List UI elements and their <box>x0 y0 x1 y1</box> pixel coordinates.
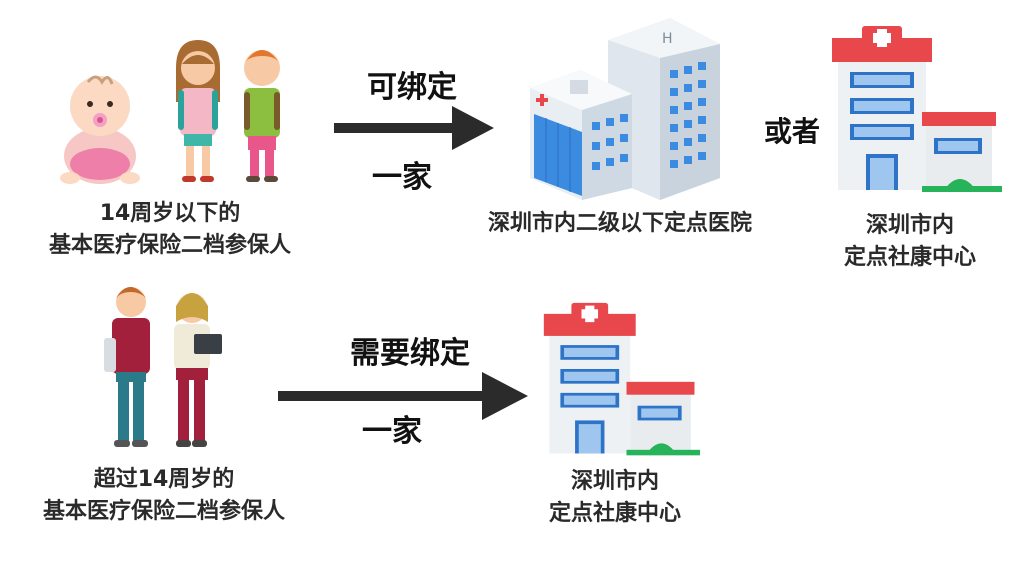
girl-icon <box>176 40 220 182</box>
arrow1-top-label: 可绑定 <box>367 70 457 105</box>
children-group-caption: 14周岁以下的 基本医疗保险二档参保人 <box>20 198 320 262</box>
baby-icon <box>60 75 140 184</box>
teens-group-caption: 超过14周岁的 基本医疗保险二档参保人 <box>14 464 314 528</box>
teens-caption-line1: 超过14周岁的 <box>93 467 235 492</box>
or-label: 或者 <box>763 115 820 148</box>
clinic2-caption-line1: 深圳市内 <box>570 469 659 494</box>
arrow-right-icon <box>278 372 528 420</box>
clinic1-caption-line1: 深圳市内 <box>865 213 954 238</box>
teen-boy-icon <box>104 287 150 447</box>
arrow-right-icon <box>334 106 494 150</box>
boy-icon <box>244 50 280 182</box>
clinic1-caption-line2: 定点社康中心 <box>843 244 976 270</box>
community-clinic-icon <box>832 26 1002 192</box>
clinic1-caption: 深圳市内 定点社康中心 <box>810 210 1010 274</box>
children-caption-line2: 基本医疗保险二档参保人 <box>48 232 291 258</box>
teens-group-illustration <box>100 282 230 452</box>
arrow2-bottom-label: 一家 <box>362 414 422 449</box>
clinic2-caption-line2: 定点社康中心 <box>548 500 681 526</box>
hospital-building-icon: H <box>530 18 720 200</box>
children-group-illustration <box>60 38 300 190</box>
clinic2-caption: 深圳市内 定点社康中心 <box>520 466 710 530</box>
arrow2-top-label: 需要绑定 <box>350 336 470 371</box>
community-clinic-icon <box>543 302 700 456</box>
hospital-caption: 深圳市内二级以下定点医院 <box>487 211 752 236</box>
teen-girl-icon <box>174 293 222 447</box>
svg-text:H: H <box>662 31 673 47</box>
children-caption-line1: 14周岁以下的 <box>99 201 241 226</box>
arrow1-bottom-label: 一家 <box>372 160 432 195</box>
teens-caption-line2: 基本医疗保险二档参保人 <box>42 498 285 524</box>
